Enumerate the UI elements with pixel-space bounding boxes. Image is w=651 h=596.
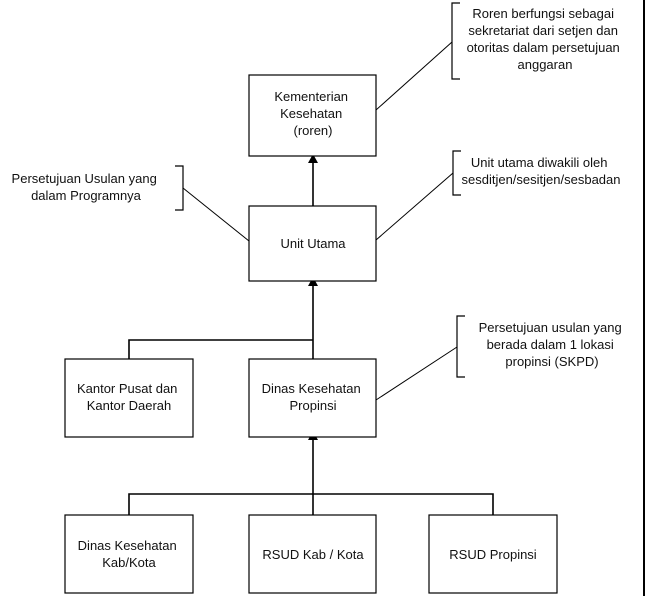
note-line: Persetujuan usulan yang [479, 320, 622, 335]
note-line: anggaran [518, 57, 573, 72]
label-line: Kantor Daerah [87, 398, 172, 413]
label-line: Kesehatan [280, 106, 342, 121]
label-line: Kementerian [274, 89, 348, 104]
note-line: Persetujuan Usulan yang [12, 171, 157, 186]
label-rsud-propinsi: RSUD Propinsi [449, 547, 537, 562]
bracket-roren-note [451, 2, 460, 80]
label-line: Dinas Kesehatan [262, 381, 361, 396]
note-line: sekretariat dari setjen dan [468, 23, 618, 38]
bracket-unit-utama-note [452, 150, 461, 196]
note-line: dalam Programnya [31, 188, 142, 203]
note-line: Roren berfungsi sebagai [472, 6, 614, 21]
note-line: berada dalam 1 lokasi [487, 337, 614, 352]
note-skpd: Persetujuan usulan yang berada dalam 1 l… [479, 320, 626, 369]
label-unit-utama: Unit Utama [280, 236, 346, 251]
note-line: propinsi (SKPD) [505, 354, 598, 369]
note-line: Unit utama diwakili oleh [471, 155, 608, 170]
label-line: (roren) [293, 123, 332, 138]
label-dinas-kesehatan-propinsi: Dinas Kesehatan Propinsi [262, 381, 365, 413]
label-kementerian-kesehatan: Kementerian Kesehatan (roren) [274, 89, 351, 138]
bracket-skpd-note [456, 315, 465, 378]
note-roren: Roren berfungsi sebagai sekretariat dari… [467, 6, 624, 72]
note-unit-utama: Unit utama diwakili oleh sesditjen/sesit… [462, 155, 621, 187]
frame-right-edge [643, 0, 645, 596]
leader-skpd-note [375, 346, 458, 401]
leader-unit-utama-note [375, 172, 454, 241]
connector-bottom-row [128, 493, 494, 515]
box-kantor-pusat [64, 358, 194, 438]
connector-kantor-pusat [128, 339, 313, 359]
note-line: sesditjen/sesitjen/sesbadan [462, 172, 621, 187]
note-persetujuan-usulan: Persetujuan Usulan yang dalam Programnya [12, 171, 161, 203]
label-line: Dinas Kesehatan [78, 538, 177, 553]
box-rsud-propinsi [428, 514, 558, 594]
label-rsud-kabkota: RSUD Kab / Kota [262, 547, 364, 562]
box-kementerian-kesehatan [248, 74, 377, 157]
box-dinas-kesehatan-propinsi [248, 358, 377, 438]
label-kantor-pusat: Kantor Pusat dan Kantor Daerah [77, 381, 181, 413]
leader-persetujuan-note [182, 187, 250, 242]
label-dinas-kesehatan-kabkota: Dinas Kesehatan Kab/Kota [78, 538, 181, 570]
label-line: Kab/Kota [102, 555, 156, 570]
box-dinas-kesehatan-kabkota [64, 514, 194, 594]
label-line: Propinsi [290, 398, 337, 413]
leader-roren-note [375, 41, 453, 111]
label-line: Kantor Pusat dan [77, 381, 177, 396]
note-line: otoritas dalam persetujuan [467, 40, 620, 55]
bracket-persetujuan-note [175, 165, 184, 211]
box-unit-utama [248, 205, 377, 282]
box-rsud-kabkota [248, 514, 377, 594]
